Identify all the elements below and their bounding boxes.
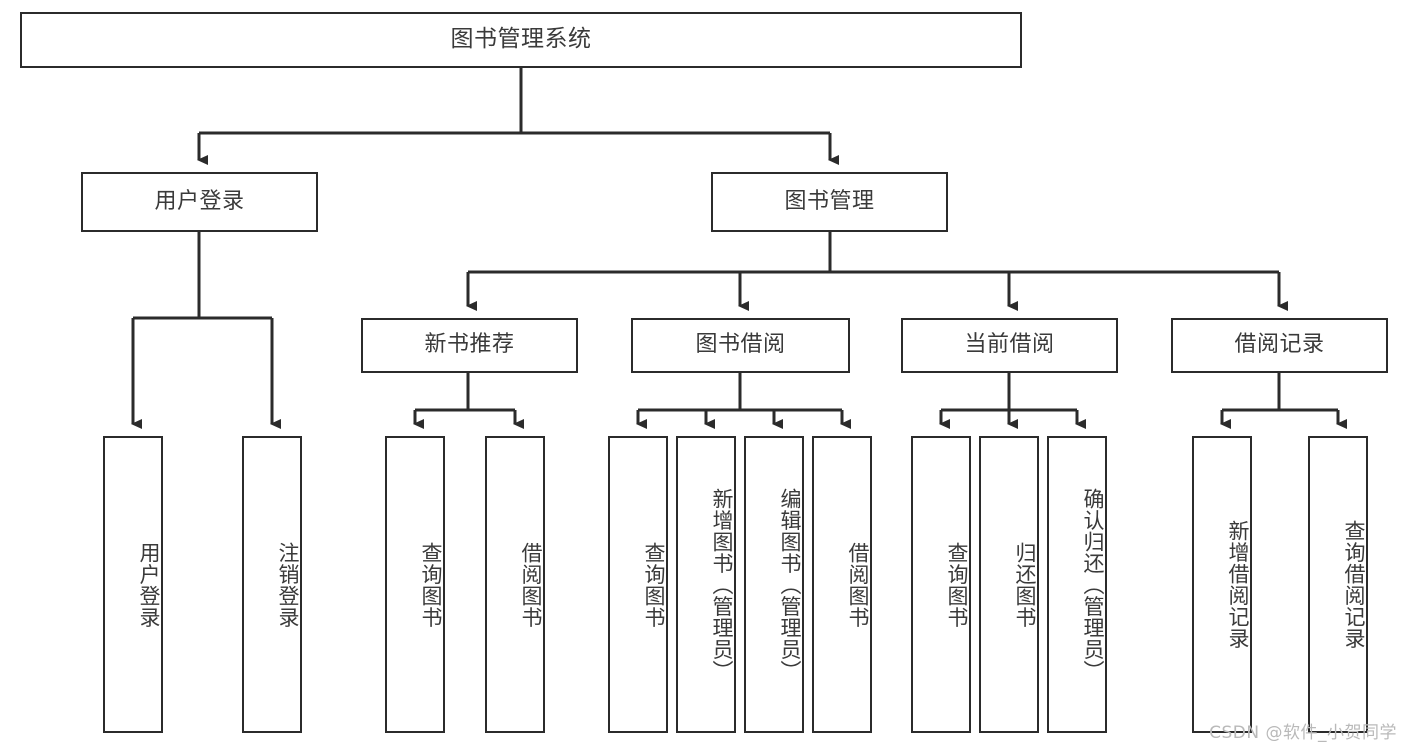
- leaf-borrow-record-add-record[interactable]: 新增借阅记录: [1192, 436, 1252, 733]
- node-root-system-label: 图书管理系统: [450, 26, 592, 53]
- leaf-borrow-record-query-record[interactable]: 查询借阅记录: [1308, 436, 1368, 733]
- leaf-current-borrow-query-book[interactable]: 查询图书: [911, 436, 971, 733]
- leaf-book-borrow-borrow-book-label: 借阅图书: [846, 541, 870, 628]
- leaf-user-login-login-label: 用户登录: [137, 541, 161, 628]
- leaf-new-book-query-book[interactable]: 查询图书: [385, 436, 445, 733]
- node-new-book-recommend[interactable]: 新书推荐: [361, 318, 578, 373]
- leaf-user-login-login[interactable]: 用户登录: [103, 436, 163, 733]
- node-current-borrow[interactable]: 当前借阅: [901, 318, 1118, 373]
- leaf-book-borrow-query-book[interactable]: 查询图书: [608, 436, 668, 733]
- csdn-watermark: CSDN @软件_小贺同学: [1209, 723, 1397, 743]
- leaf-borrow-record-query-record-label: 查询借阅记录: [1342, 520, 1366, 649]
- leaf-book-borrow-add-book[interactable]: 新增图书（管理员）: [676, 436, 736, 733]
- leaf-user-login-logout-label: 注销登录: [276, 541, 300, 628]
- leaf-book-borrow-edit-book[interactable]: 编辑图书（管理员）: [744, 436, 804, 733]
- leaf-current-borrow-return-book[interactable]: 归还图书: [979, 436, 1039, 733]
- leaf-book-borrow-edit-book-label: 编辑图书（管理员）: [778, 487, 802, 682]
- node-book-management[interactable]: 图书管理: [711, 172, 948, 232]
- node-current-borrow-label: 当前借阅: [964, 332, 1055, 358]
- leaf-borrow-record-add-record-label: 新增借阅记录: [1226, 520, 1250, 649]
- leaf-book-borrow-query-book-label: 查询图书: [642, 541, 666, 628]
- node-user-login-label: 用户登录: [154, 188, 245, 214]
- leaf-new-book-borrow-book[interactable]: 借阅图书: [485, 436, 545, 733]
- node-book-borrow[interactable]: 图书借阅: [631, 318, 850, 373]
- node-borrow-record[interactable]: 借阅记录: [1171, 318, 1388, 373]
- node-user-login[interactable]: 用户登录: [81, 172, 318, 232]
- node-book-borrow-label: 图书借阅: [695, 332, 786, 358]
- leaf-current-borrow-confirm-return-label: 确认归还（管理员）: [1081, 487, 1105, 682]
- leaf-current-borrow-query-book-label: 查询图书: [945, 541, 969, 628]
- leaf-new-book-borrow-book-label: 借阅图书: [519, 541, 543, 628]
- leaf-book-borrow-borrow-book[interactable]: 借阅图书: [812, 436, 872, 733]
- node-borrow-record-label: 借阅记录: [1234, 332, 1325, 358]
- leaf-current-borrow-return-book-label: 归还图书: [1013, 541, 1037, 628]
- node-new-book-recommend-label: 新书推荐: [424, 332, 515, 358]
- leaf-book-borrow-add-book-label: 新增图书（管理员）: [710, 487, 734, 682]
- leaf-user-login-logout[interactable]: 注销登录: [242, 436, 302, 733]
- node-root-system[interactable]: 图书管理系统: [20, 12, 1022, 68]
- leaf-new-book-query-book-label: 查询图书: [419, 541, 443, 628]
- leaf-current-borrow-confirm-return[interactable]: 确认归还（管理员）: [1047, 436, 1107, 733]
- node-book-management-label: 图书管理: [784, 188, 875, 214]
